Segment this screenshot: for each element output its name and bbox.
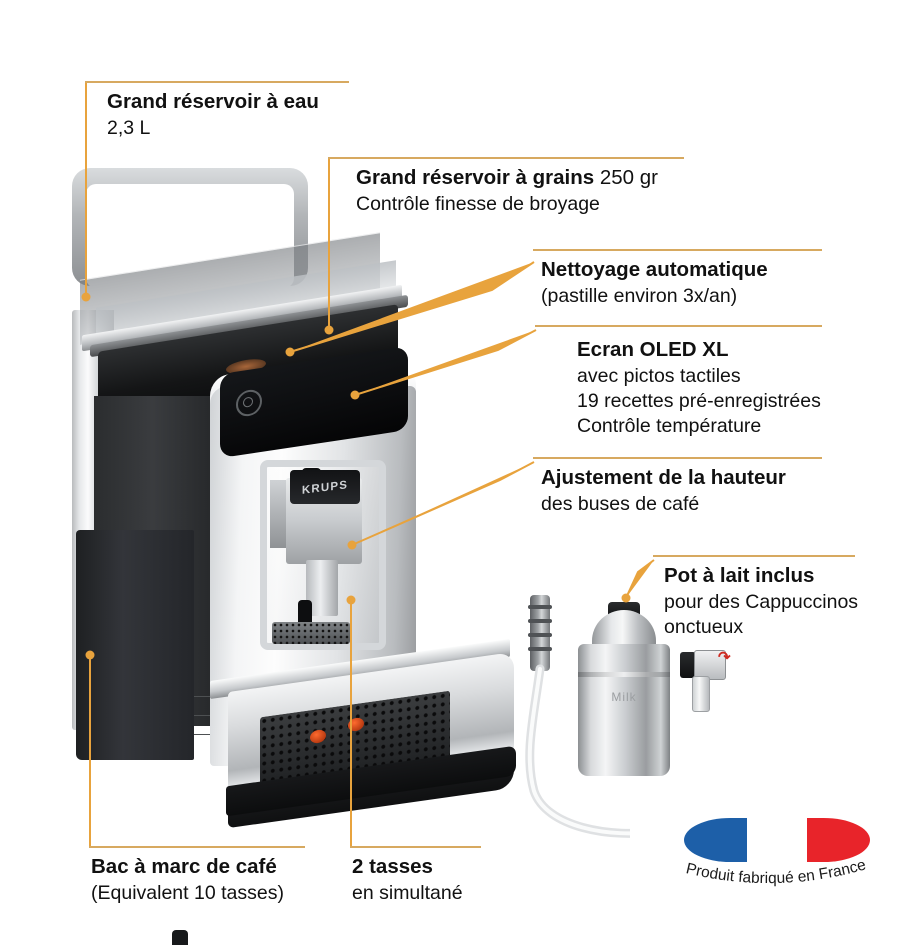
valve-tube [692,676,710,712]
grounds-bin-handle [172,930,188,945]
callout-line: des buses de café [541,492,700,515]
milk-valve-accessory: ↷ [680,648,738,712]
callout-line: Contrôle température [577,415,762,438]
milk-pot-illustration: Milk [570,600,680,780]
callout-title: Bac à marc de café [91,855,277,878]
espresso-machine-illustration: KRUPS [60,160,530,945]
callout-title: Ajustement de la hauteur [541,466,786,489]
callout-rule [533,457,822,459]
callout-text: Grand réservoir à eau 2,3 L [107,89,319,141]
callout-title: Nettoyage automatique [541,258,768,281]
callout-rule [533,249,822,251]
callout-line: avec pictos tactiles [577,364,741,387]
callout-rule [350,846,481,848]
callout-line: pour des Cappuccinos [664,590,859,613]
rotation-arrow-icon: ↷ [718,649,731,666]
callout-line: (pastille environ 3x/an) [541,284,738,307]
callout-title: Pot à lait inclus [664,564,815,587]
milk-hose-assembly [500,595,630,845]
callout-rule [85,81,349,83]
callout-rule [535,325,822,327]
callout-title: Grand réservoir à grains [356,166,595,189]
french-flag-icon [684,818,870,862]
callout-rule [89,846,305,848]
badge-caption-text: Produit fabriqué en France [684,862,867,887]
callout-title: Grand réservoir à eau [107,90,319,113]
dispenser-lower-port [298,600,312,626]
callout-line: (Equivalent 10 tasses) [91,881,284,904]
callout-line: Contrôle finesse de broyage [356,192,600,215]
milk-pot-label: Milk [611,690,637,704]
callout-title: Ecran OLED XL [577,338,729,361]
dispenser-left-rail [270,480,286,548]
callout-title-suffix: 250 gr [594,166,658,189]
spout-drip-grille [272,622,350,644]
callout-text: 2 tasses en simultané [352,854,463,906]
callout-line: 2,3 L [107,116,151,139]
valve-body [694,650,726,680]
valve-black-cap [680,652,696,678]
callout-rule [328,157,684,159]
flag-blue-band [684,818,748,862]
grounds-bin-door [76,530,194,945]
flag-red-band [806,818,870,862]
callout-text: Bac à marc de café (Equivalent 10 tasses… [91,854,284,906]
callout-text: Ajustement de la hauteur des buses de ca… [541,465,786,517]
callout-text: Nettoyage automatique (pastille environ … [541,257,768,309]
flag-white-band [747,818,807,862]
callout-line: onctueux [664,615,744,638]
callout-rule [653,555,855,557]
milk-pot-body [578,644,670,776]
made-in-france-badge: Produit fabriqué en France [676,818,876,900]
callout-text: Ecran OLED XL avec pictos tactiles 19 re… [577,337,821,440]
callout-title: 2 tasses [352,855,433,878]
milk-hose-tube [525,664,630,838]
milk-pot-ring [578,672,670,677]
coffee-spout-cap [290,470,360,504]
badge-caption-svg: Produit fabriqué en France [684,856,867,887]
callout-line: 19 recettes pré-enregistrées [577,389,821,412]
callout-text: Grand réservoir à grains 250 gr Contrôle… [356,165,658,217]
callout-line: en simultané [352,881,463,904]
badge-caption: Produit fabriqué en France [676,856,876,900]
callout-text: Pot à lait inclus pour des Cappuccinos o… [664,563,858,640]
